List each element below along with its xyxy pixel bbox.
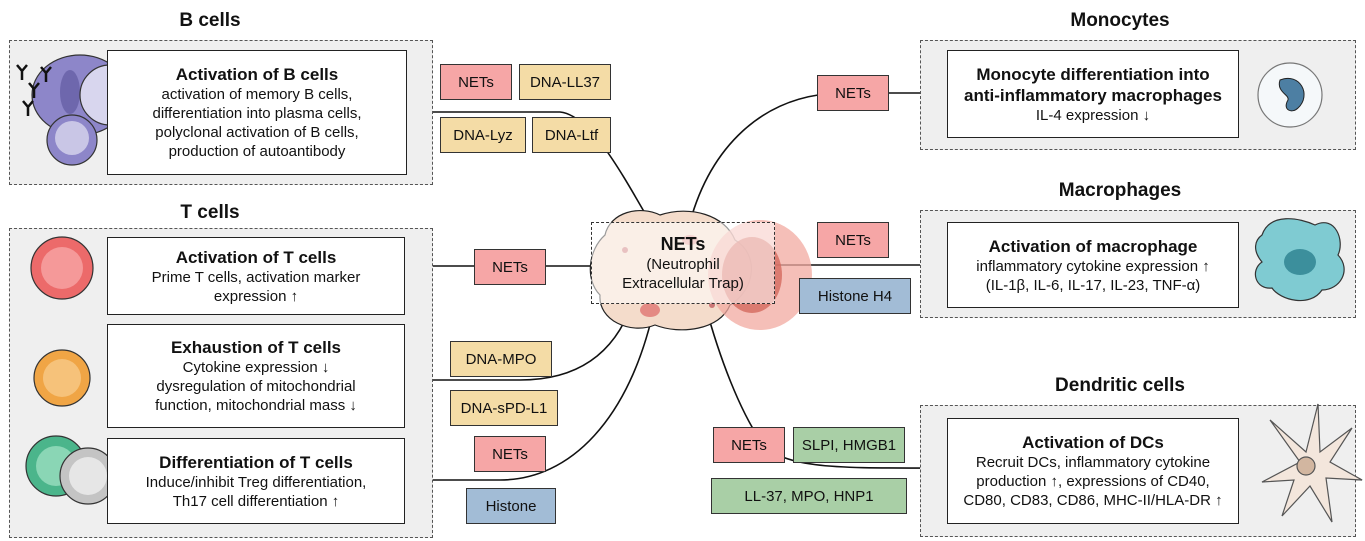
tag-ll37-mpo-hnp1: LL-37, MPO, HNP1 — [711, 478, 907, 514]
center-sub: Extracellular Trap) — [622, 275, 744, 292]
box-line: inflammatory cytokine expression ↑ — [976, 257, 1210, 275]
box-differentiation-t-cells: Differentiation of T cells Induce/inhibi… — [107, 438, 405, 524]
tag-nets: NETs — [474, 436, 546, 472]
box-line: Th17 cell differentiation ↑ — [172, 492, 340, 510]
box-title: Activation of T cells — [175, 247, 337, 267]
box-title: anti-inflammatory macrophages — [964, 85, 1222, 105]
monocytes-arrow — [689, 88, 947, 223]
box-activation-macrophage: Activation of macrophage inflammatory cy… — [947, 222, 1239, 308]
tag-nets: NETs — [440, 64, 512, 100]
box-title: Differentiation of T cells — [159, 452, 353, 472]
box-line: production ↑, expressions of CD40, — [976, 473, 1210, 490]
box-line: Recruit DCs, inflammatory cytokine — [975, 454, 1211, 471]
box-line: Cytokine expression ↓ — [182, 359, 330, 376]
tag-nets: NETs — [474, 249, 546, 285]
box-line: expression ↑ — [213, 287, 299, 305]
tag-dna-spd-l1: DNA-sPD-L1 — [450, 390, 558, 426]
box-line: function, mitochondrial mass ↓ — [155, 397, 357, 414]
section-title-t-cells: T cells — [180, 202, 240, 223]
center-sub: (Neutrophil — [646, 256, 720, 273]
tag-dna-ltf: DNA-Ltf — [532, 117, 611, 153]
box-title: Activation of macrophage — [988, 236, 1198, 256]
tag-histone-h4: Histone H4 — [799, 278, 911, 314]
box-title: Monocyte differentiation into — [976, 64, 1210, 84]
box-activation-t-cells: Activation of T cells Prime T cells, act… — [107, 237, 405, 315]
box-line: activation of memory B cells, — [161, 86, 353, 103]
box-line: polyclonal activation of B cells, — [155, 124, 359, 141]
tag-slpi-hmgb1: SLPI, HMGB1 — [793, 427, 905, 463]
tag-histone: Histone — [466, 488, 556, 524]
box-title: Activation of DCs — [1022, 433, 1164, 452]
box-line: production of autoantibody — [168, 143, 346, 160]
tag-nets: NETs — [817, 222, 889, 258]
section-title-macrophages: Macrophages — [1058, 180, 1182, 201]
tag-dna-mpo: DNA-MPO — [450, 341, 552, 377]
box-line: Induce/inhibit Treg differentiation, — [145, 473, 367, 491]
nets-center-label: NETs (Neutrophil Extracellular Trap) — [591, 222, 775, 304]
box-line: Prime T cells, activation marker — [151, 268, 361, 286]
box-activation-b-cells: Activation of B cells activation of memo… — [107, 50, 407, 175]
tag-dna-ll37: DNA-LL37 — [519, 64, 611, 100]
box-line: (IL-1β, IL-6, IL-17, IL-23, TNF-α) — [985, 276, 1201, 294]
box-activation-dcs: Activation of DCs Recruit DCs, inflammat… — [947, 418, 1239, 524]
box-exhaustion-t-cells: Exhaustion of T cells Cytokine expressio… — [107, 324, 405, 428]
box-line: differentiation into plasma cells, — [152, 105, 362, 122]
section-title-b-cells: B cells — [179, 10, 241, 31]
box-title: Activation of B cells — [175, 65, 339, 84]
tag-nets: NETs — [713, 427, 785, 463]
section-title-monocytes: Monocytes — [1070, 10, 1170, 31]
box-line: dysregulation of mitochondrial — [156, 378, 356, 395]
box-title: Exhaustion of T cells — [170, 338, 342, 357]
section-title-dendritic-cells: Dendritic cells — [1055, 375, 1185, 396]
tag-nets: NETs — [817, 75, 889, 111]
tag-dna-lyz: DNA-Lyz — [440, 117, 526, 153]
box-line: IL-4 expression ↓ — [1035, 106, 1151, 124]
t-differentiation-arrow — [403, 303, 656, 485]
center-title: NETs — [660, 234, 706, 254]
box-line: CD80, CD83, CD86, MHC-II/HLA-DR ↑ — [963, 492, 1223, 509]
box-monocyte-differentiation: Monocyte differentiation into anti-infla… — [947, 50, 1239, 138]
